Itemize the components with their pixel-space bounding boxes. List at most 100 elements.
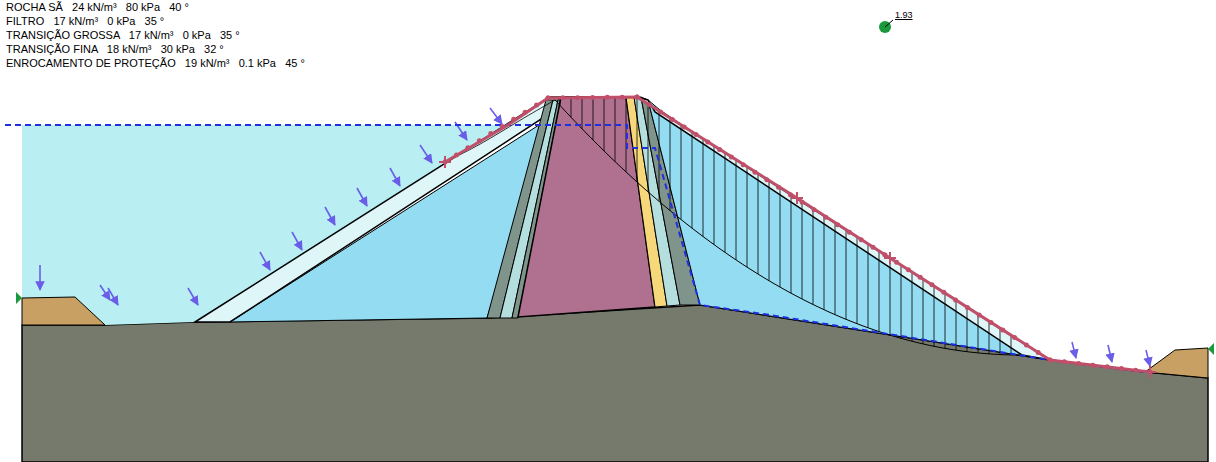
slip-point: [1062, 359, 1067, 364]
slice-line: [901, 265, 902, 338]
slice-line: [945, 293, 946, 348]
slice-line: [571, 97, 572, 117]
slip-point: [882, 252, 887, 257]
slice-line: [582, 97, 583, 129]
rock-foundation: [22, 305, 1208, 462]
slip-point: [1090, 363, 1095, 368]
load-arrow: [390, 168, 400, 186]
slip-point: [741, 162, 746, 167]
safety-factor: 1.93: [895, 8, 913, 22]
phreatic-line: [5, 125, 1145, 372]
slice-line: [912, 272, 913, 341]
slice-line: [714, 146, 715, 245]
slip-point: [953, 297, 958, 302]
slice-line: [802, 202, 803, 299]
material-legend: TRANSIÇÃO FINA 18 kN/m³ 30 kPa 32 °: [6, 42, 224, 56]
slip-point: [906, 267, 911, 272]
load-arrow: [39, 265, 41, 290]
slip-point: [729, 155, 734, 160]
slip-arc: [555, 100, 1020, 355]
slice-line: [923, 279, 924, 344]
load-arrow: [357, 188, 367, 206]
slip-point: [477, 138, 482, 143]
slip-point: [941, 290, 946, 295]
slip-point: [1105, 364, 1110, 369]
slip-point: [465, 145, 470, 150]
slice-line: [835, 223, 836, 315]
slip-point: [1119, 366, 1124, 371]
slip-point: [800, 200, 805, 205]
slice-line: [593, 97, 594, 140]
slip-point: [930, 282, 935, 287]
slip-point: [488, 131, 493, 136]
slice-line: [879, 251, 880, 331]
slip-point: [523, 110, 528, 115]
water-loads: [40, 108, 1150, 366]
slip-point: [1012, 335, 1017, 340]
slice-line: [868, 244, 869, 328]
slip-point: [705, 140, 710, 145]
slip-point: [847, 230, 852, 235]
load-arrow: [490, 108, 502, 124]
slip-point: [1076, 361, 1081, 366]
leader-line: [885, 20, 893, 27]
load-arrow: [188, 288, 198, 305]
slip-surface: [445, 97, 1150, 372]
slip-point: [635, 95, 640, 100]
slip-point: [682, 125, 687, 130]
support-symbol: [1208, 343, 1214, 355]
material-legend: ENROCAMENTO DE PROTEÇÃO 19 kN/m³ 0.1 kPa…: [6, 56, 305, 70]
slip-point: [635, 95, 640, 100]
slice-line: [769, 181, 770, 281]
slip-point: [717, 147, 722, 152]
slice-line: [857, 237, 858, 324]
slip-point: [989, 320, 994, 325]
load-arrow: [260, 252, 270, 270]
slice-line: [659, 111, 660, 201]
material-legend: FILTRO 17 kN/m³ 0 kPa 35 °: [6, 14, 164, 28]
slice-line: [758, 174, 759, 274]
slip-limits: [439, 156, 1156, 378]
slip-point: [454, 152, 459, 157]
slice-line: [747, 167, 748, 267]
slip-point: [694, 132, 699, 137]
slip-point: [918, 275, 923, 280]
slice-line: [978, 314, 979, 353]
slip-point: [776, 185, 781, 190]
slip-point: [1036, 350, 1041, 355]
slice-line: [967, 307, 968, 352]
slip-point: [546, 96, 551, 101]
slip-point: [1024, 342, 1029, 347]
slip-point: [620, 95, 625, 100]
slip-point: [823, 215, 828, 220]
load-arrow: [1108, 345, 1112, 362]
slice-line: [989, 321, 990, 354]
slip-point: [534, 103, 539, 108]
slice-line: [791, 195, 792, 293]
slice-line: [681, 125, 682, 219]
load-arrow: [325, 207, 335, 225]
slip-point: [560, 95, 565, 100]
load-arrow: [108, 288, 118, 305]
slice-line: [890, 258, 891, 335]
soil-deposit: [22, 297, 105, 325]
slip-point: [511, 117, 516, 122]
slip-point: [812, 207, 817, 212]
load-arrow: [292, 232, 302, 250]
slice-line: [934, 286, 935, 346]
slip-point: [658, 110, 663, 115]
slip-point: [1133, 368, 1138, 373]
slice-line: [780, 188, 781, 287]
slip-point: [1048, 358, 1053, 363]
slice-line: [615, 97, 616, 162]
slip-point: [500, 124, 505, 129]
slice-line: [956, 300, 957, 350]
slice-line: [692, 132, 693, 228]
slice-line: [736, 160, 737, 260]
load-arrow: [100, 285, 110, 300]
slip-point: [788, 192, 793, 197]
slice-line: [604, 97, 605, 151]
slip-point: [590, 95, 595, 100]
slip-point: [871, 245, 876, 250]
